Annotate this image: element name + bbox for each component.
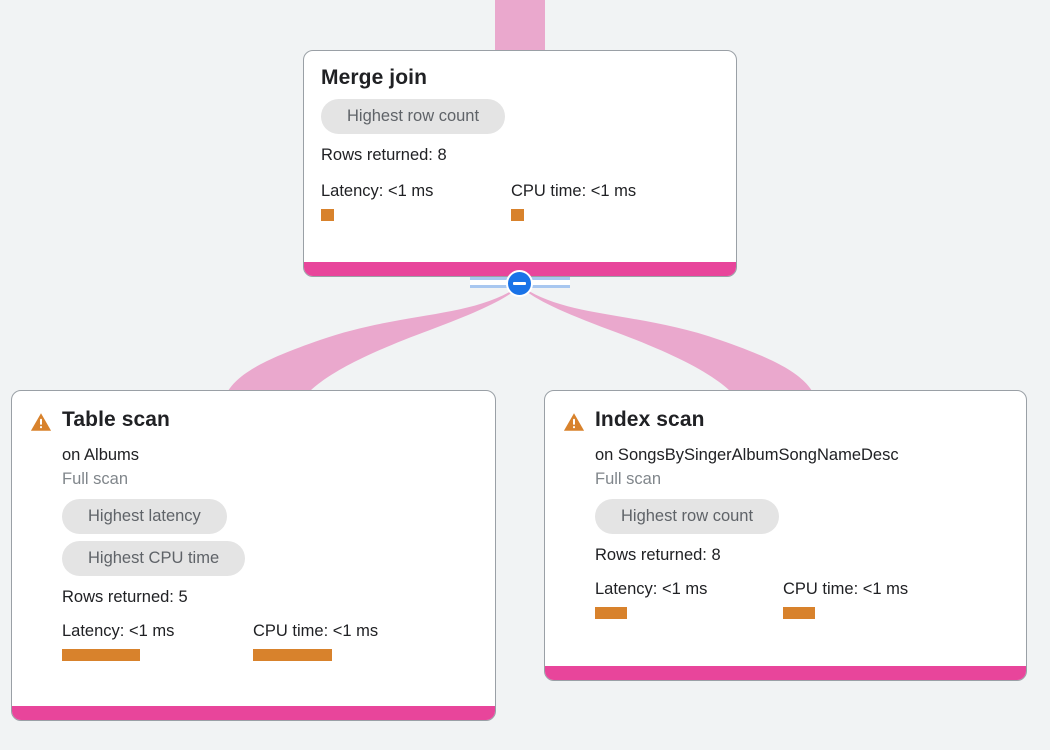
metric-latency-bar bbox=[595, 607, 627, 619]
node-scan-type: Full scan bbox=[62, 470, 129, 488]
metric-cpu-time: CPU time: <1 ms bbox=[253, 620, 378, 661]
edge-mergejoin-to-tablescan bbox=[228, 288, 518, 391]
node-merge-join-heading: Merge join bbox=[321, 65, 427, 91]
warning-triangle-icon bbox=[30, 413, 52, 431]
metric-cpu-time: CPU time: <1 ms bbox=[511, 180, 636, 221]
node-index-scan[interactable]: Index scan on SongsBySingerAlbumSongName… bbox=[544, 390, 1027, 681]
node-accent-bar bbox=[545, 666, 1026, 680]
collapse-children-toggle[interactable] bbox=[506, 270, 533, 297]
node-scan-type: Full scan bbox=[595, 470, 662, 488]
metric-latency: Latency: <1 ms bbox=[321, 180, 511, 221]
node-merge-join-metrics: Latency: <1 ms CPU time: <1 ms bbox=[321, 180, 719, 221]
node-table-scan-body: Table scan on Albums Full scan Highest l… bbox=[12, 391, 495, 706]
badge-highest-row-count: Highest row count bbox=[595, 499, 780, 534]
metric-latency-bar bbox=[321, 209, 334, 221]
metric-cpu-time: CPU time: <1 ms bbox=[783, 578, 908, 619]
node-table-scan-title-row: Table scan on Albums Full scan Highest l… bbox=[30, 407, 477, 661]
metric-latency-label: Latency: <1 ms bbox=[62, 622, 175, 640]
node-subject: on Albums bbox=[62, 446, 140, 464]
node-table-scan-heading: Table scan on Albums Full scan Highest l… bbox=[62, 407, 378, 661]
edge-mergejoin-to-indexscan bbox=[522, 288, 812, 391]
metric-latency-bar bbox=[62, 649, 140, 661]
badge-highest-latency: Highest latency bbox=[62, 499, 227, 534]
badge-highest-cpu-time: Highest CPU time bbox=[62, 541, 246, 576]
metric-latency-label: Latency: <1 ms bbox=[595, 580, 708, 598]
node-title: Index scan bbox=[595, 408, 705, 431]
metric-cpu-time-bar bbox=[253, 649, 332, 661]
metric-cpu-time-bar bbox=[783, 607, 815, 619]
node-table-scan-chips: Highest latency Highest CPU time bbox=[62, 499, 246, 576]
metric-cpu-time-label: CPU time: <1 ms bbox=[511, 182, 637, 200]
node-accent-bar bbox=[304, 262, 736, 276]
node-index-scan-metrics: Latency: <1 ms CPU time: <1 ms bbox=[595, 578, 908, 619]
node-merge-join[interactable]: Merge join Highest row count Rows return… bbox=[303, 50, 737, 277]
rows-returned-text: Rows returned: 8 bbox=[321, 146, 447, 164]
node-subject: on SongsBySingerAlbumSongNameDesc bbox=[595, 446, 899, 464]
node-table-scan[interactable]: Table scan on Albums Full scan Highest l… bbox=[11, 390, 496, 721]
node-title: Table scan bbox=[62, 408, 170, 431]
node-merge-join-title-row: Merge join bbox=[321, 65, 719, 91]
metric-latency-label: Latency: <1 ms bbox=[321, 182, 434, 200]
node-merge-join-chips: Highest row count bbox=[321, 99, 506, 134]
rows-returned-text: Rows returned: 5 bbox=[62, 588, 188, 606]
node-index-scan-chips: Highest row count bbox=[595, 499, 780, 534]
node-index-scan-title-row: Index scan on SongsBySingerAlbumSongName… bbox=[563, 407, 1008, 619]
rows-returned-text: Rows returned: 8 bbox=[595, 546, 721, 564]
metric-latency: Latency: <1 ms bbox=[62, 620, 253, 661]
metric-cpu-time-label: CPU time: <1 ms bbox=[783, 580, 909, 598]
badge-highest-row-count: Highest row count bbox=[321, 99, 506, 134]
node-index-scan-heading: Index scan on SongsBySingerAlbumSongName… bbox=[595, 407, 908, 619]
metric-latency: Latency: <1 ms bbox=[595, 578, 783, 619]
minus-icon bbox=[513, 282, 526, 285]
node-accent-bar bbox=[12, 706, 495, 720]
node-merge-join-body: Merge join Highest row count Rows return… bbox=[304, 51, 736, 262]
warning-triangle-icon bbox=[563, 413, 585, 431]
edge-incoming-root bbox=[495, 0, 545, 52]
node-title: Merge join bbox=[321, 66, 428, 89]
node-index-scan-body: Index scan on SongsBySingerAlbumSongName… bbox=[545, 391, 1026, 666]
metric-cpu-time-bar bbox=[511, 209, 524, 221]
node-table-scan-metrics: Latency: <1 ms CPU time: <1 ms bbox=[62, 620, 378, 661]
metric-cpu-time-label: CPU time: <1 ms bbox=[253, 622, 379, 640]
